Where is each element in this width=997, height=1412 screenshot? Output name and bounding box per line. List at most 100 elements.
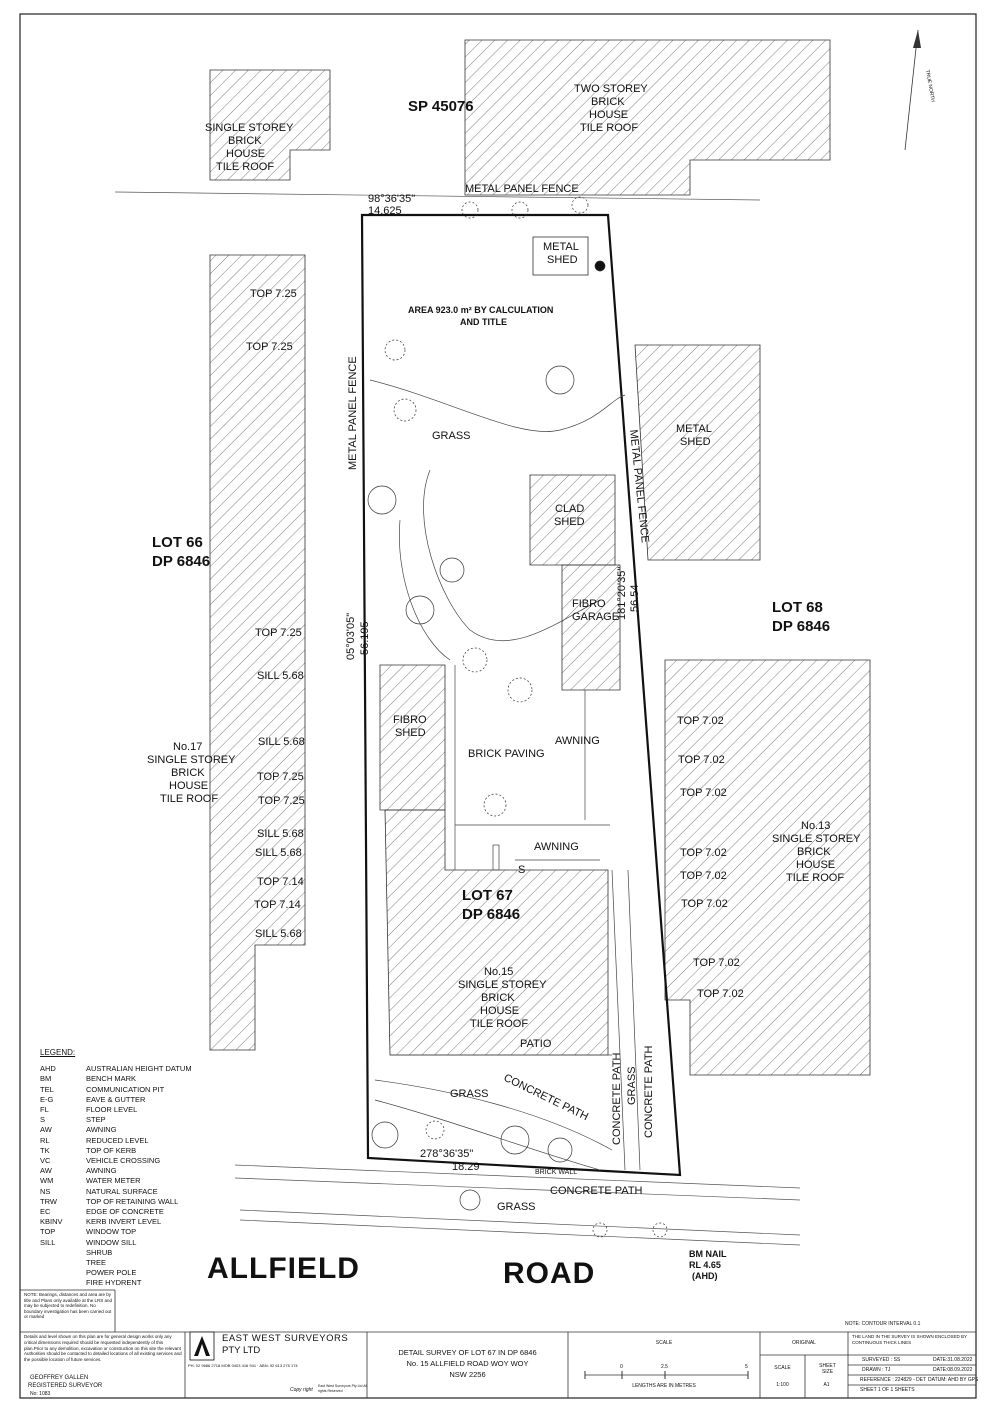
grass-side: GRASS [626,1066,638,1105]
no15-1: No.15 [484,966,513,978]
legend-abbrev: AW [40,1125,52,1135]
rear-bearing: 98°36'35" [368,193,415,205]
hatched-buildings [209,39,871,1076]
contour-note: NOTE: CONTOUR INTERVAL 0.1 [845,1321,921,1327]
scale-tick: 5 [745,1364,748,1370]
legend-row: AW AWNING [40,1125,260,1135]
scale-bar: 0 2.5 5 [584,1364,749,1379]
sheet-size-label: SHEET SIZE [819,1363,836,1375]
front-length: 18.29 [452,1161,480,1173]
west-length: 56.195 [359,621,371,655]
legend-meaning: WATER METER [86,1176,141,1186]
legend-meaning: AWNING [86,1125,117,1135]
road-name-2: ROAD [503,1257,595,1290]
window-level: TOP 7.25 [250,288,297,300]
window-level: TOP 7.25 [246,341,293,353]
legend-abbrev [40,1248,86,1258]
legend-row: SHRUB [40,1248,260,1258]
window-level: TOP 7.02 [681,898,728,910]
tree-symbol [439,557,465,583]
legend-abbrev: SILL [40,1237,56,1247]
bm-2: RL 4.65 [689,1260,721,1270]
legend-row: VC VEHICLE CROSSING [40,1156,260,1166]
two-storey-3: HOUSE [589,109,628,121]
window-level: TOP 7.02 [677,715,724,727]
window-level: SILL 5.68 [255,847,302,859]
nw-house-4: TILE ROOF [216,161,274,173]
brick-wall: BRICK WALL [535,1169,577,1176]
legend-meaning: BENCH MARK [86,1074,137,1084]
building-sp-two-storey [464,39,831,196]
lot68-line1: LOT 68 [772,599,823,616]
title-disclaimer: Details and level shown on this plan are… [24,1334,182,1363]
legend-row: FIRE HYDRENT [40,1278,260,1288]
clad-shed-2: SHED [554,516,585,528]
legend-abbrev: TK [40,1145,50,1155]
window-level: TOP 7.02 [680,870,727,882]
legend-row: POWER POLE [40,1268,260,1278]
legend-meaning: STEP [86,1115,106,1125]
window-level: TOP 7.02 [678,754,725,766]
legend-row: SILL WINDOW SILL [40,1238,260,1248]
legend-meaning: AUSTRALIAN HEIGHT DATUM [86,1064,192,1074]
window-level: TOP 7.14 [257,876,304,888]
window-level: TOP 7.02 [680,787,727,799]
surveyor-name: GEOFFREY GALLEN [30,1375,89,1381]
legend-meaning: WINDOW SILL [86,1237,137,1247]
lot66-line1: LOT 66 [152,534,203,551]
no15-4: HOUSE [480,1005,519,1017]
scale-ratio-label: SCALE [774,1365,791,1371]
sp-label: SP 45076 [408,98,474,115]
shrub-symbol [511,201,529,219]
grass-upper: GRASS [432,430,471,442]
tree-symbol [500,1125,530,1155]
power-pole-symbol [594,260,606,272]
company-logo [189,1331,215,1361]
window-level: SILL 5.68 [255,928,302,940]
legend-abbrev [40,1258,86,1268]
patio-label: PATIO [520,1038,552,1050]
shrub-symbol [483,793,507,817]
concrete-path-diag: CONCRETE PATH [502,1072,590,1123]
no17-1: No.17 [173,741,202,753]
concrete-path-v2: CONCRETE PATH [643,1045,655,1138]
lot68-line2: DP 6846 [772,618,830,635]
legend-abbrev: TEL [40,1084,54,1094]
legend-meaning: EDGE OF CONCRETE [86,1207,164,1217]
area-note-1: AREA 923.0 m² BY CALCULATION [408,305,553,315]
reference: REFERENCE : 224829 - DET [860,1377,927,1383]
shrub-symbol [507,677,533,703]
window-level: SILL 5.68 [258,736,305,748]
building-lot68-shed [634,344,761,561]
shrub-symbol [462,647,488,673]
window-level: TOP 7.25 [257,771,304,783]
legend-meaning: TOP OF KERB [86,1145,137,1155]
bm-3: (AHD) [692,1271,718,1281]
legend-abbrev: VC [40,1156,51,1166]
scale-units: LENGTHS ARE IN METRES [632,1383,696,1389]
brick-paving: BRICK PAVING [468,748,545,760]
vegetation [367,196,668,1238]
company-name-2: PTY LTD [222,1345,261,1356]
clad-shed-1: CLAD [555,503,584,515]
legend-meaning: VEHICLE CROSSING [86,1156,161,1166]
metal-shed-east-2: SHED [680,436,711,448]
bm-1: BM NAIL [689,1249,727,1259]
nw-house-2: BRICK [228,135,262,147]
no17-5: TILE ROOF [160,793,218,805]
tree-symbol [545,365,575,395]
no15-5: TILE ROOF [470,1018,528,1030]
window-level: TOP 7.02 [680,847,727,859]
fibro-shed-2: SHED [395,727,426,739]
legend-meaning: TREE [86,1258,107,1268]
legend-abbrev: EC [40,1207,51,1217]
legend-meaning: SHRUB [86,1247,113,1257]
